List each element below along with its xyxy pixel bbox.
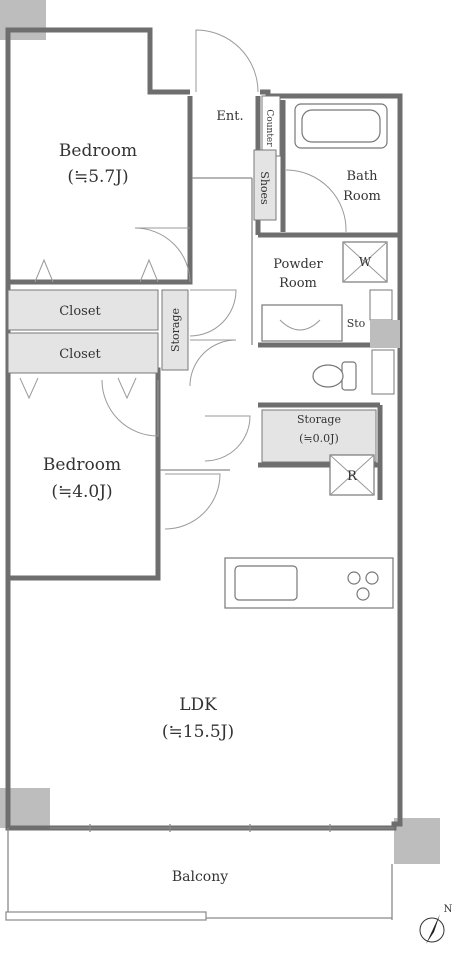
ldk-size: (≒15.5J) [162,722,234,742]
entrance-door [195,29,259,93]
bath-line1: Bath [347,169,379,184]
bath-door [285,169,347,233]
outer-wall [5,27,403,831]
bedroom1-door [134,227,191,283]
closet2 [7,332,159,374]
toilet-tank [341,361,357,391]
closet1 [7,289,159,331]
storage-vertical [161,289,189,371]
ldk-door [164,473,221,530]
sto-shelf [369,289,393,321]
counter-name: Counter [264,109,274,147]
bathtub-inner [301,109,381,143]
closet1-name: Closet [59,304,101,319]
compass-label: N [444,904,453,915]
toilet-bowl [312,364,344,388]
ldk-name: LDK [179,695,217,715]
balcony-name: Balcony [172,869,228,885]
hall-door-1 [189,289,237,337]
stove-burner-1 [347,571,361,585]
stove-burner-3 [356,587,370,601]
pipe-space [370,320,400,348]
entrance-name: Ent. [216,109,243,124]
storage-vertical-name: Storage [169,308,182,352]
bedroom2-name: Bedroom [43,455,121,475]
washbasin [279,319,321,331]
balcony-rail [5,911,207,921]
powder-line2: Room [279,276,317,291]
storage2 [261,409,377,463]
bedroom2-size: (≒4.0J) [51,482,112,502]
washer-x2 [342,241,388,283]
closet2-name: Closet [59,347,101,362]
stove-burner-2 [365,571,379,585]
bedroom1-name: Bedroom [59,141,137,161]
compass-circle [419,917,445,943]
fridge-x2 [329,454,375,496]
bedroom2-door [101,379,159,437]
bedroom1-size: (≒5.7J) [67,167,128,187]
bedroom1-wall [8,96,193,285]
storage2-name: Storage [297,413,341,426]
ldk-window [50,824,394,832]
fridge-label: R [347,469,358,484]
washbasin-counter [261,304,343,342]
toilet-shelf [371,349,395,395]
powder-line1: Powder [273,257,323,272]
bath-line2: Room [343,189,381,204]
toilet-door [204,415,251,462]
storage2-size: (≒0.0J) [299,432,339,445]
compass-needle [426,914,440,944]
shoes-name: Shoes [258,171,271,205]
closet-door-marks-top [34,258,159,283]
sto-label: Sto [347,317,366,330]
washer-label: W [359,255,372,269]
hall-door-2 [189,339,237,387]
kitchen-sink [234,565,298,601]
closet-door-marks-bottom [19,377,137,400]
shoes-cabinet [253,149,277,221]
